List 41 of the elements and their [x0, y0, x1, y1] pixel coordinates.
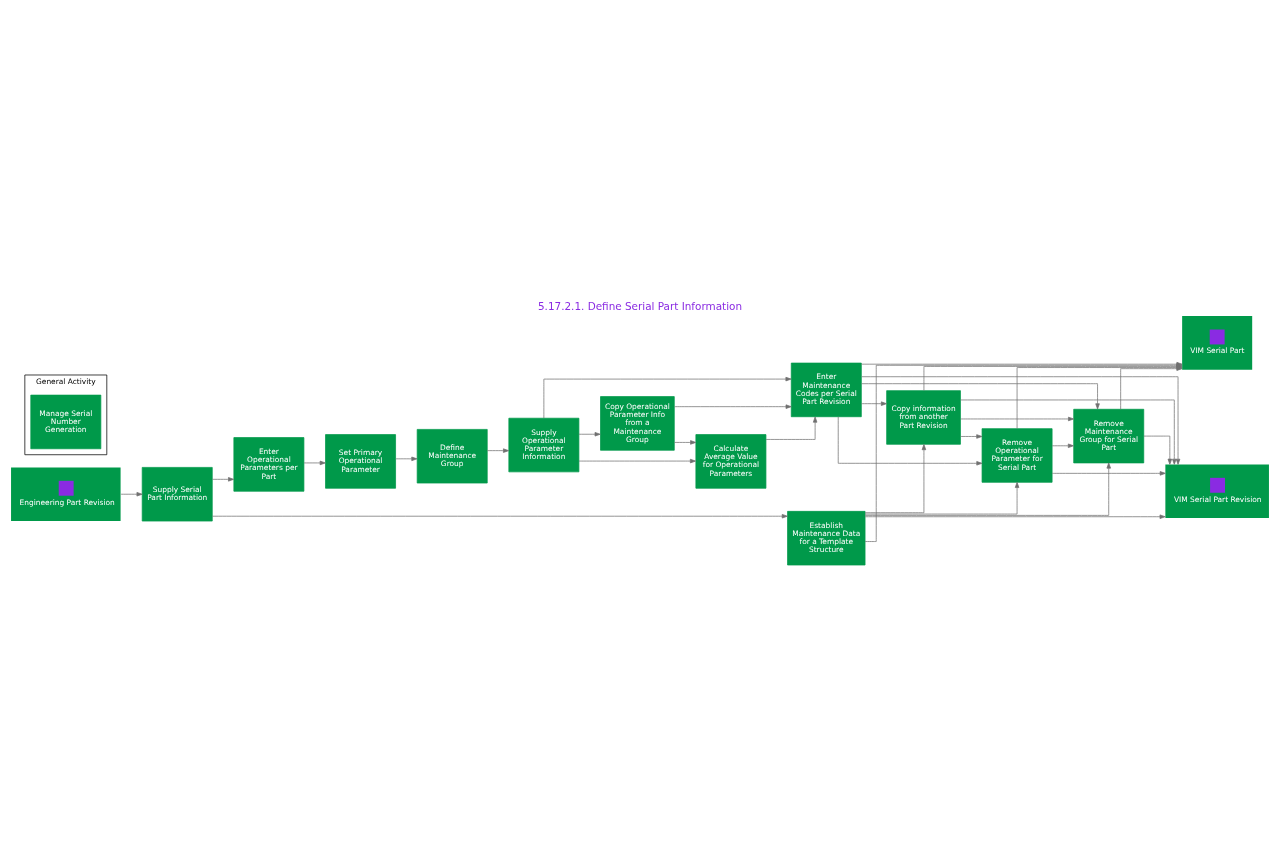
node-box: Remove Maintenance Group for Serial Part	[1073, 408, 1145, 464]
arrow	[864, 514, 1166, 519]
arrow	[395, 456, 418, 462]
node-box: Enter Maintenance Codes per Serial Part Revision	[790, 362, 862, 418]
arrow	[578, 458, 696, 464]
arrow	[543, 376, 792, 419]
arrow	[1051, 443, 1074, 448]
node-box: Copy information from another Part Revision	[886, 390, 961, 445]
arrow	[120, 492, 143, 497]
arrow	[487, 448, 509, 453]
node-box: Remove Operational Parameter for Serial Part	[981, 428, 1053, 483]
arrow	[960, 416, 1075, 422]
arrow	[1051, 471, 1166, 476]
arrow	[673, 440, 697, 445]
node-box: Set Primary Operational Parameter	[325, 434, 396, 489]
arrow	[212, 514, 788, 519]
arrow	[578, 432, 601, 437]
node-box: Enter Operational Parameters per Part	[233, 437, 305, 492]
node-box: Supply Serial Part Information	[141, 467, 213, 522]
arrow	[861, 401, 887, 406]
arrow	[212, 477, 235, 482]
arrow	[837, 416, 983, 466]
arrow	[861, 383, 1100, 410]
arrow	[864, 462, 1111, 516]
node-box: Engineering Part Revision	[11, 467, 121, 522]
node-box: Establish Maintenance Data for a Template Structure	[787, 511, 866, 566]
node-box: Define Maintenance Group	[416, 429, 488, 484]
node-box: Calculate Average Value for Operational Parameters	[695, 434, 767, 489]
node-box: VIM Serial Part	[1182, 316, 1253, 370]
arrow	[674, 404, 792, 409]
node-box: Copy Operational Parameter Info from a Maintenance Group	[600, 396, 675, 451]
arrow	[303, 460, 326, 466]
arrow	[1143, 435, 1173, 465]
arrow	[864, 482, 1020, 515]
node-box: Supply Operational Parameter Information	[508, 417, 580, 473]
arrow	[864, 444, 927, 514]
arrow	[765, 416, 818, 440]
node-box: Manage Serial Number Generation	[30, 394, 102, 450]
node-box: VIM Serial Part Revision	[1165, 464, 1269, 519]
diagram-title: 5.17.2.1. Define Serial Part Information	[537, 300, 743, 313]
arrow	[960, 434, 983, 439]
